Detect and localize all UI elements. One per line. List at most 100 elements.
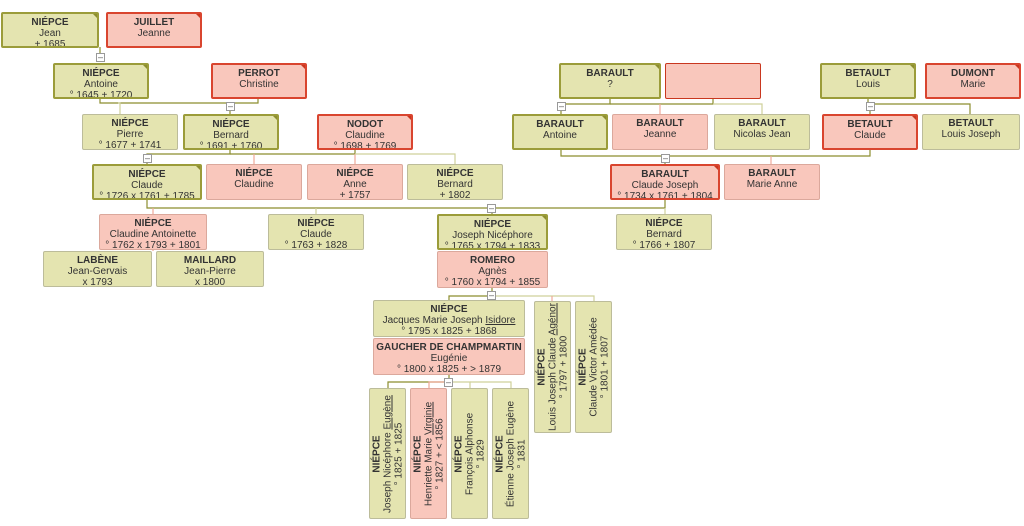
life-dates: ° 1763 + 1828 — [284, 240, 348, 250]
life-dates: ° 1691 + 1760 — [199, 141, 263, 150]
card-marker-icon — [601, 116, 606, 121]
given-name: Agnès — [478, 266, 507, 277]
given-name: Claude — [300, 229, 332, 240]
collapse-toggle[interactable]: – — [143, 153, 152, 163]
life-dates: ° 1645 + 1720 — [69, 90, 133, 99]
surname: BARAULT — [586, 68, 634, 79]
surname: PERROT — [238, 68, 280, 79]
surname: JUILLET — [133, 17, 175, 28]
surname: NIÉPCE — [536, 348, 547, 386]
surname: NIÉPCE — [212, 119, 250, 130]
life-dates: ° 1795 x 1825 + 1868 — [401, 326, 497, 337]
given-name: Bernard — [437, 179, 473, 190]
surname: LABÈNE — [76, 255, 119, 266]
life-dates: ° 1827 + < 1856 — [434, 417, 445, 490]
given-name: ? — [607, 79, 613, 90]
surname: BARAULT — [536, 119, 584, 130]
surname: BETAULT — [948, 118, 994, 129]
given-name: Claude — [854, 130, 886, 141]
card-marker-icon — [406, 116, 411, 121]
given-name: Claudine Antoinette — [109, 229, 197, 240]
given-name: Marie Anne — [746, 179, 798, 190]
life-dates: x 1800 — [194, 277, 226, 287]
surname: NIÉPCE — [494, 434, 505, 473]
collapse-toggle[interactable]: – — [557, 101, 566, 111]
life-dates: ° 1734 x 1761 + 1804 — [617, 191, 713, 200]
card-marker-icon — [92, 14, 97, 19]
collapse-toggle[interactable]: – — [96, 52, 105, 62]
life-dates: ° 1797 + 1800 — [558, 335, 569, 399]
collapse-toggle[interactable]: – — [661, 153, 670, 163]
card-marker-icon — [272, 116, 277, 121]
given-name: Anne — [343, 179, 367, 190]
surname: NODOT — [346, 119, 384, 130]
life-dates: ° 1698 + 1769 — [333, 141, 397, 150]
person-card[interactable]: BARAULT? — [559, 63, 661, 99]
surname: NIÉPCE — [453, 434, 464, 473]
given-name: Antoine — [84, 79, 118, 90]
surname: NIÉPCE — [134, 218, 172, 229]
given-name: Joseph Nicéphore Eugène — [382, 394, 393, 513]
given-name: Louis Joseph Claude Agénor — [547, 303, 558, 431]
collapse-toggle[interactable]: – — [487, 290, 496, 300]
surname: GAUCHER DE CHAMPMARTIN — [376, 342, 522, 353]
card-marker-icon — [195, 14, 200, 19]
life-dates: ° 1760 x 1794 + 1855 — [444, 277, 541, 288]
given-name: Bernard — [646, 229, 682, 240]
life-dates: ° 1801 + 1807 — [599, 335, 610, 399]
surname: NIÉPCE — [297, 218, 335, 229]
collapse-toggle[interactable]: – — [226, 101, 235, 111]
collapse-toggle[interactable]: – — [866, 101, 875, 111]
surname: MAILLARD — [183, 255, 237, 266]
surname: BETAULT — [845, 68, 891, 79]
surname: NIÉPCE — [336, 168, 374, 179]
given-name: Claudine — [234, 179, 274, 190]
given-name: François Alphonse — [464, 412, 475, 495]
life-dates: ° 1825 + 1825 — [393, 422, 404, 485]
person-card-unknown[interactable] — [665, 63, 761, 99]
life-dates: ° 1829 — [475, 438, 486, 469]
given-name: Nicolas Jean — [733, 129, 791, 140]
life-dates: ° 1766 + 1807 — [632, 240, 696, 250]
given-name: Louis Joseph — [941, 129, 1001, 140]
surname: NIÉPCE — [412, 434, 423, 473]
collapse-toggle[interactable]: – — [487, 203, 496, 213]
surname: NIÉPCE — [436, 168, 474, 179]
collapse-toggle[interactable]: – — [444, 377, 453, 387]
